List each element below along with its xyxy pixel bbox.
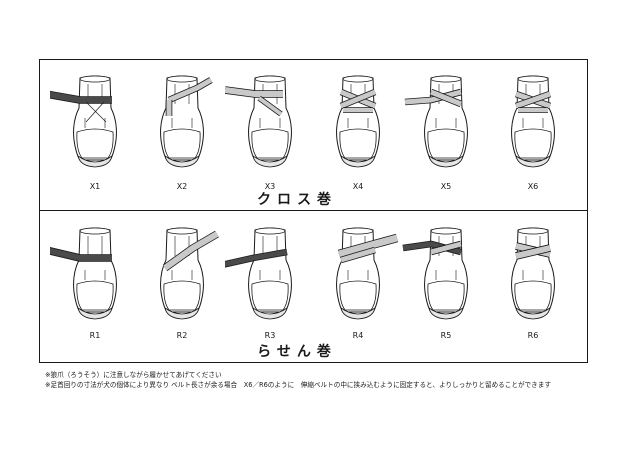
boot-slit — [259, 118, 281, 128]
boot-sole — [77, 155, 113, 168]
boot-sole — [164, 155, 200, 168]
boot-toe — [514, 128, 552, 159]
boot-toe — [251, 128, 289, 159]
boot-toe — [163, 128, 201, 159]
step-label: X1 — [89, 182, 101, 191]
boot-toe — [427, 128, 465, 159]
strap — [515, 91, 551, 109]
boot-slit — [522, 118, 544, 128]
dewclaw-note: ※狼爪（ろうそう）に注意しながら履かせてあげてください — [45, 371, 222, 379]
strap — [257, 96, 283, 116]
strap — [216, 249, 288, 269]
boot-slit — [435, 270, 457, 280]
boot-toe — [76, 128, 114, 159]
strap — [163, 231, 219, 271]
boot-cuff — [517, 227, 549, 235]
boot-sole — [340, 155, 376, 168]
step-label: X3 — [264, 182, 276, 191]
boot-slit — [171, 270, 193, 280]
boot-cuff — [430, 75, 462, 83]
strap — [340, 89, 376, 109]
boot-sole — [77, 307, 113, 320]
spiral-wrap-panel — [39, 210, 588, 363]
boot-illustration — [45, 70, 140, 190]
boot-illustration — [488, 70, 578, 190]
boot-toe — [514, 280, 552, 311]
boot-cuff — [342, 227, 374, 235]
boot-cuff — [166, 227, 198, 235]
boot-sole — [515, 155, 551, 168]
boot-sole — [252, 155, 288, 168]
boot-slit — [435, 118, 457, 128]
boot-seam — [87, 236, 103, 256]
step-label: X4 — [352, 182, 364, 191]
strap — [45, 247, 112, 261]
step-label: R5 — [440, 331, 452, 340]
boot-toe — [427, 280, 465, 311]
boot-cuff — [342, 75, 374, 83]
belt-length-note: ※足首回りの寸法が犬の個体により異なり ベルト長さが余る場合 X6／R6のように… — [45, 381, 551, 389]
step-label: X6 — [527, 182, 539, 191]
boot-illustration — [313, 222, 403, 342]
boot-toe — [339, 128, 377, 159]
step-label: R2 — [176, 331, 188, 340]
boot-slit — [84, 270, 106, 280]
boot-cuff — [254, 75, 286, 83]
boot-slit — [259, 270, 281, 280]
boot-slit — [347, 118, 369, 128]
boot-illustration — [137, 70, 227, 190]
boot-cuff — [166, 75, 198, 83]
strap — [45, 91, 112, 103]
strap — [515, 245, 551, 259]
strap — [404, 89, 462, 105]
boot-slit — [347, 270, 369, 280]
strap — [340, 247, 376, 263]
spiral-wrap-title: らせん巻 — [257, 344, 337, 360]
boot-sole — [515, 307, 551, 320]
boot-cuff — [430, 227, 462, 235]
strap — [430, 89, 462, 107]
step-label: R3 — [264, 331, 276, 340]
step-label: X5 — [440, 182, 452, 191]
boot-illustration — [401, 70, 491, 190]
boot-slit — [84, 118, 106, 128]
boot-slit — [171, 118, 193, 128]
boot-illustration — [401, 222, 491, 342]
boot-cuff — [517, 75, 549, 83]
boot-toe — [251, 280, 289, 311]
boot-slit — [522, 270, 544, 280]
boot-illustration — [313, 70, 403, 190]
boot-illustration — [45, 222, 140, 342]
step-label: R6 — [527, 331, 539, 340]
step-label: R4 — [352, 331, 364, 340]
boot-toe — [339, 280, 377, 311]
boot-cuff — [79, 75, 111, 83]
cross-wrap-title: クロス巻 — [257, 192, 337, 208]
step-label: X2 — [176, 182, 188, 191]
strap — [338, 234, 398, 258]
boot-sole — [252, 307, 288, 320]
strap — [430, 241, 462, 255]
boot-illustration — [488, 222, 578, 342]
boot-illustration — [137, 222, 227, 342]
boot-toe — [163, 280, 201, 311]
boot-sole — [428, 307, 464, 320]
boot-illustration — [216, 222, 315, 342]
step-label: R1 — [89, 331, 101, 340]
boot-sole — [428, 155, 464, 168]
boot-sole — [340, 307, 376, 320]
strap — [224, 87, 283, 97]
strap — [168, 77, 213, 103]
boot-illustration — [224, 70, 315, 190]
boot-cuff — [254, 227, 286, 235]
strap-cross — [85, 101, 107, 123]
boot-cuff — [79, 227, 111, 235]
boot-sole — [164, 307, 200, 320]
boot-toe — [76, 280, 114, 311]
